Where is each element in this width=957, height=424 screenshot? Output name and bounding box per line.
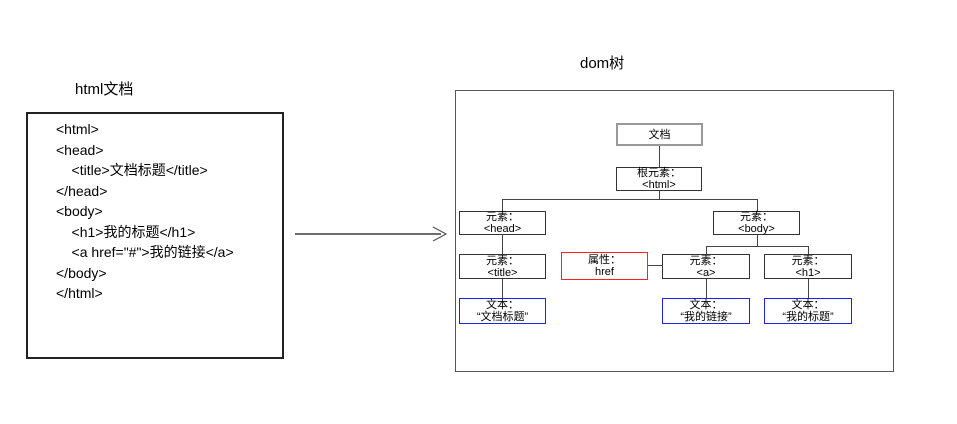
node-text-document-title: 文本： “文档标题”: [459, 298, 546, 324]
connector-line: [757, 235, 758, 246]
node-label: 元素：: [740, 211, 773, 223]
node-tag: <h1>: [795, 266, 821, 279]
node-tag: href: [595, 266, 614, 278]
node-value: “文档标题”: [476, 311, 529, 323]
node-label: 元素：: [791, 254, 825, 267]
connector-line: [706, 246, 707, 254]
connector-line: [757, 199, 758, 211]
connector-line: [706, 246, 809, 247]
node-label: 文本：: [791, 299, 825, 311]
html-code-box: <html> <head> <title>文档标题</title> </head…: [26, 112, 284, 359]
node-root-html: 根元素： <html>: [616, 167, 702, 191]
connector-line: [502, 279, 503, 298]
node-label: 文档: [648, 128, 671, 141]
node-label: 文本：: [486, 299, 519, 311]
node-attribute-href: 属性： href: [561, 252, 648, 280]
code-line: </head>: [56, 182, 108, 199]
code-line: <body>: [56, 203, 103, 219]
node-text-my-link: 文本： “我的链接”: [662, 298, 750, 324]
code-line: </html>: [56, 285, 103, 301]
code-line: <h1>我的标题</h1>: [56, 223, 196, 240]
node-tag: <a>: [696, 266, 716, 279]
node-value: “我的链接”: [680, 311, 732, 323]
code-line: <a href="#">我的链接</a>: [56, 244, 234, 260]
connector-line: [648, 265, 662, 266]
node-value: “我的标题”: [782, 311, 834, 323]
dom-tree-title: dom树: [580, 55, 625, 72]
node-label: 根元素：: [637, 167, 681, 179]
connector-line: [808, 279, 809, 298]
node-tag: <body>: [738, 223, 775, 235]
connector-line: [808, 246, 809, 254]
node-text-my-heading: 文本： “我的标题”: [764, 298, 852, 324]
html-document-title: html文档: [75, 81, 134, 98]
connector-line: [659, 146, 660, 167]
right-arrow-icon: [295, 226, 448, 242]
node-element-title: 元素： <title>: [459, 254, 546, 279]
node-label: 元素：: [689, 254, 723, 267]
node-label: 元素：: [486, 254, 519, 267]
node-label: 文本：: [689, 299, 723, 311]
node-element-h1: 元素： <h1>: [764, 254, 852, 279]
node-element-a: 元素： <a>: [662, 254, 750, 279]
node-element-body: 元素： <body>: [713, 211, 800, 235]
node-label: 元素：: [486, 211, 519, 223]
connector-line: [502, 199, 758, 200]
code-line: <title>文档标题</title>: [56, 162, 208, 178]
node-element-head: 元素： <head>: [459, 211, 546, 235]
code-line: <html>: [56, 121, 99, 137]
connector-line: [706, 279, 707, 298]
node-tag: <html>: [642, 179, 676, 191]
connector-line: [659, 190, 660, 200]
node-document: 文档: [616, 123, 703, 146]
code-line: </body>: [56, 264, 107, 281]
code-line: <head>: [56, 141, 104, 158]
connector-line: [502, 235, 503, 254]
node-label: 属性：: [588, 254, 621, 266]
node-tag: <head>: [483, 223, 522, 235]
connector-line: [502, 199, 503, 211]
node-tag: <title>: [487, 266, 518, 279]
